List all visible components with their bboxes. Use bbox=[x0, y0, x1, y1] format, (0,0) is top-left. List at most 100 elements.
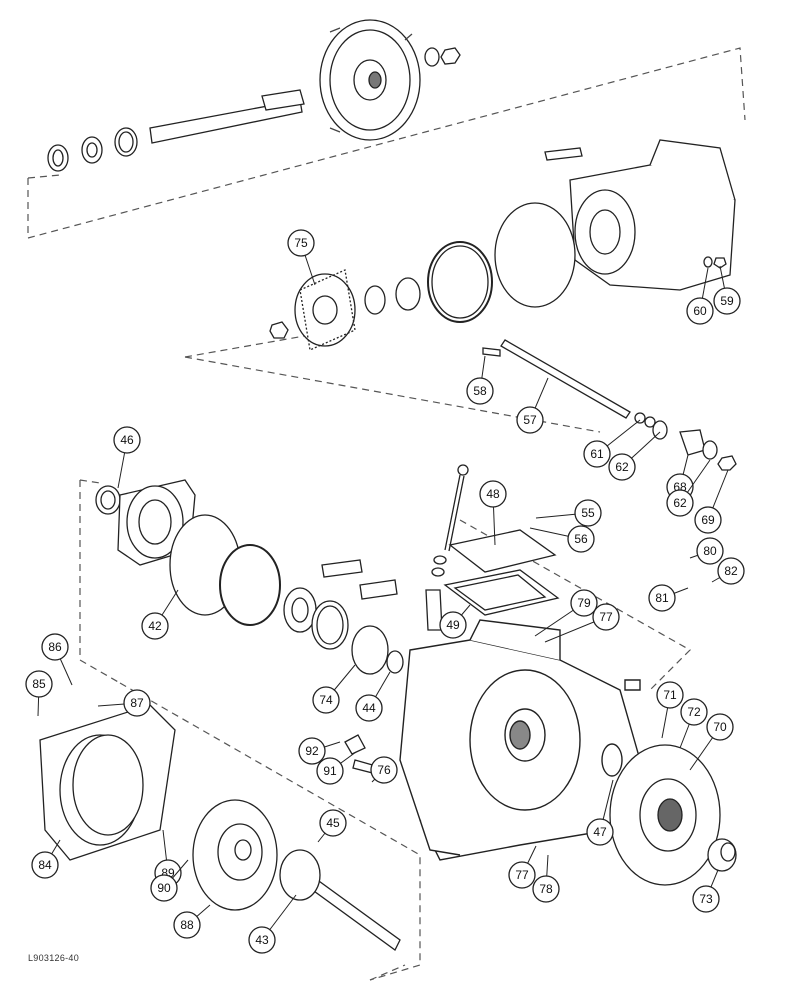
callout-62: 62 bbox=[608, 431, 661, 481]
top-shaft-assembly bbox=[47, 19, 461, 172]
callout-circle bbox=[316, 757, 344, 785]
callout-number: 49 bbox=[446, 618, 460, 632]
callout-circle bbox=[287, 229, 315, 257]
callout-circle bbox=[696, 537, 724, 565]
callout-circle bbox=[123, 689, 151, 717]
callout-48: 48 bbox=[479, 480, 507, 546]
callout-number: 60 bbox=[693, 304, 707, 318]
callout-number: 86 bbox=[48, 640, 62, 654]
callout-circle bbox=[574, 499, 602, 527]
callout-circle bbox=[41, 633, 69, 661]
callout-number: 59 bbox=[720, 294, 734, 308]
callout-circle bbox=[298, 737, 326, 765]
callout-circle bbox=[583, 440, 611, 468]
callout-circle bbox=[706, 713, 734, 741]
callout-number: 58 bbox=[473, 384, 487, 398]
callout-69: 69 bbox=[694, 469, 729, 534]
callout-circle bbox=[648, 584, 676, 612]
callout-91: 91 bbox=[316, 751, 357, 785]
callout-number: 45 bbox=[326, 816, 340, 830]
callout-45: 45 bbox=[317, 809, 347, 843]
o-ring-large bbox=[219, 544, 281, 626]
callout-circle bbox=[532, 875, 560, 903]
callout-number: 80 bbox=[703, 544, 717, 558]
callout-number: 62 bbox=[615, 460, 629, 474]
callout-80: 80 bbox=[689, 537, 724, 565]
callout-circle bbox=[439, 611, 467, 639]
figure-reference: L903126-40 bbox=[28, 953, 80, 963]
callout-circle bbox=[608, 453, 636, 481]
callout-81: 81 bbox=[648, 584, 689, 612]
callout-number: 42 bbox=[148, 619, 162, 633]
callout-number: 69 bbox=[701, 513, 715, 527]
callout-88: 88 bbox=[173, 904, 211, 939]
callout-number: 55 bbox=[581, 506, 595, 520]
callout-49: 49 bbox=[439, 604, 471, 639]
callout-circle bbox=[173, 911, 201, 939]
gasket bbox=[494, 202, 576, 308]
callout-56: 56 bbox=[529, 525, 595, 553]
callout-number: 44 bbox=[362, 701, 376, 715]
callout-number: 84 bbox=[38, 858, 52, 872]
callout-77: 77 bbox=[508, 845, 537, 889]
callout-circle bbox=[717, 557, 745, 585]
callout-71: 71 bbox=[656, 681, 684, 739]
callout-circle bbox=[516, 406, 544, 434]
callout-circle bbox=[680, 698, 708, 726]
callout-85: 85 bbox=[25, 670, 53, 717]
callout-46: 46 bbox=[113, 426, 141, 489]
callout-number: 70 bbox=[713, 720, 727, 734]
callout-60: 60 bbox=[686, 267, 714, 325]
callout-number: 71 bbox=[663, 688, 677, 702]
callout-circle bbox=[686, 297, 714, 325]
callout-number: 47 bbox=[593, 825, 607, 839]
callout-number: 91 bbox=[323, 764, 337, 778]
callout-circle bbox=[355, 694, 383, 722]
pinion-nut bbox=[269, 321, 289, 339]
callout-number: 88 bbox=[180, 918, 194, 932]
callout-number: 76 bbox=[377, 763, 391, 777]
lower-left-group bbox=[39, 704, 401, 951]
bevel-gear-74 bbox=[351, 625, 389, 675]
callout-number: 87 bbox=[130, 696, 144, 710]
callout-number: 77 bbox=[515, 868, 529, 882]
callout-55: 55 bbox=[535, 499, 602, 527]
callout-number: 78 bbox=[539, 882, 553, 896]
nut bbox=[440, 47, 461, 65]
callout-79: 79 bbox=[534, 589, 598, 637]
callout-74: 74 bbox=[312, 664, 356, 714]
callout-circle bbox=[713, 287, 741, 315]
callout-circle bbox=[141, 612, 169, 640]
callout-number: 56 bbox=[574, 532, 588, 546]
callout-number: 92 bbox=[305, 744, 319, 758]
callout-90: 90 bbox=[150, 859, 189, 902]
callout-circle bbox=[150, 874, 178, 902]
rod bbox=[500, 339, 631, 419]
callout-number: 57 bbox=[523, 413, 537, 427]
callout-circle bbox=[694, 506, 722, 534]
callout-number: 43 bbox=[255, 933, 269, 947]
callout-circle bbox=[586, 818, 614, 846]
callout-number: 74 bbox=[319, 693, 333, 707]
callout-number: 81 bbox=[655, 591, 669, 605]
callout-circle bbox=[656, 681, 684, 709]
bearing-retainer-group bbox=[95, 479, 404, 675]
callout-circle bbox=[466, 377, 494, 405]
callout-57: 57 bbox=[516, 377, 549, 434]
callout-number: 79 bbox=[577, 596, 591, 610]
callout-58: 58 bbox=[466, 355, 494, 405]
callout-circle bbox=[692, 885, 720, 913]
callout-86: 86 bbox=[41, 633, 73, 686]
pinion-assembly bbox=[269, 269, 421, 351]
washer bbox=[424, 47, 440, 67]
cover-48 bbox=[448, 529, 557, 573]
callout-82: 82 bbox=[711, 557, 745, 585]
callout-77: 77 bbox=[544, 603, 620, 643]
snap-ring-44 bbox=[386, 650, 404, 674]
callout-78: 78 bbox=[532, 854, 560, 903]
shift-rod-assembly bbox=[482, 339, 737, 471]
dowel-pin bbox=[544, 147, 583, 161]
callout-circle bbox=[312, 686, 340, 714]
